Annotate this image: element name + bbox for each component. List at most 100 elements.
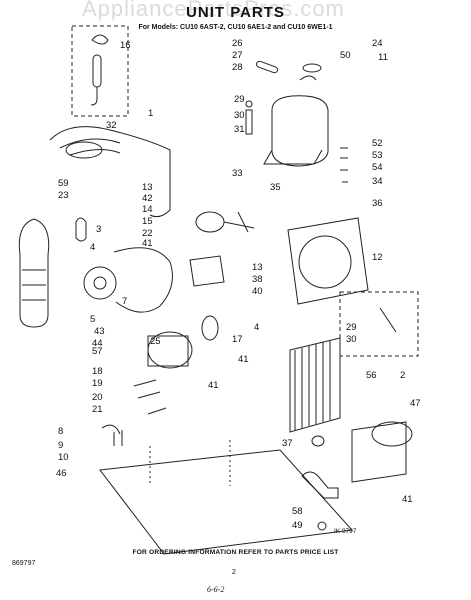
callout-12: 12 [372, 252, 383, 263]
part-16-lead [90, 87, 98, 106]
callout-36: 36 [372, 198, 383, 209]
pan-guides [149, 440, 231, 486]
callout-50: 50 [340, 50, 351, 61]
part-49-screw [317, 521, 327, 531]
callout-30: 30 [234, 110, 245, 121]
callout-57: 57 [92, 346, 103, 357]
part-58-connector [301, 471, 339, 499]
part-24-grommet [299, 75, 317, 81]
ordering-note: FOR ORDERING INFORMATION REFER TO PARTS … [132, 549, 339, 556]
callout-4: 4 [254, 322, 259, 333]
part-23-bottle [75, 217, 87, 242]
callout-37: 37 [282, 438, 293, 449]
inset-box-capacitor [71, 25, 129, 117]
callout-15: 15 [142, 216, 153, 227]
part-47-panel [351, 421, 407, 483]
callout-22: 22 [142, 228, 153, 239]
part-28-washer [255, 60, 279, 74]
inset-box-thermostat [339, 291, 419, 357]
document-code: 869797 [12, 560, 36, 567]
part-30-valve [245, 109, 253, 135]
callout-42: 42 [142, 193, 153, 204]
callout-10: 10 [58, 452, 69, 463]
condenser-fins [294, 340, 331, 430]
part-22-bracket [189, 255, 225, 287]
callout-28: 28 [232, 62, 243, 73]
callout-13: 13 [252, 262, 263, 273]
callout-41: 41 [142, 238, 153, 249]
page-number: 2 [232, 569, 236, 576]
part-8-valve [101, 424, 121, 435]
part-37-bushing [311, 435, 325, 447]
part-1-tubing [49, 126, 171, 218]
motor-housing [147, 335, 189, 367]
part-11-mount [302, 63, 322, 73]
part-9-tube [113, 430, 123, 446]
watermark: AppliancePartsPros.com [82, 0, 345, 21]
callout-23: 23 [58, 190, 69, 201]
callout-4: 4 [90, 242, 95, 253]
bag-ribs [22, 269, 46, 301]
callout-2: 2 [400, 370, 405, 381]
callout-41: 41 [208, 380, 219, 391]
callout-5: 5 [90, 314, 95, 325]
callout-29: 29 [234, 94, 245, 105]
callout-52: 52 [372, 138, 383, 149]
shroud-opening [298, 235, 352, 289]
part-16-clip [91, 34, 109, 45]
callout-35: 35 [270, 182, 281, 193]
diagram-title: UNIT PARTS [186, 4, 285, 21]
callout-53: 53 [372, 150, 383, 161]
callout-32: 32 [106, 120, 117, 131]
callout-54: 54 [372, 162, 383, 173]
illustration-id: IK 9797 [334, 528, 357, 535]
part-1-coil [65, 141, 103, 159]
callout-38: 38 [252, 274, 263, 285]
callout-58: 58 [292, 506, 303, 517]
callout-8: 8 [58, 426, 63, 437]
callout-21: 21 [92, 404, 103, 415]
callout-20: 20 [92, 392, 103, 403]
callout-29: 29 [346, 322, 357, 333]
brackets-19-20-21 [133, 379, 167, 415]
callout-7: 7 [122, 296, 127, 307]
callout-27: 27 [232, 50, 243, 61]
part-7-belt [113, 247, 173, 313]
pulley-hub [93, 276, 107, 290]
part-35-fan-blade [223, 211, 255, 233]
part-47-blower [371, 421, 413, 447]
callout-33: 33 [232, 168, 243, 179]
callout-1: 1 [148, 108, 153, 119]
callout-26: 26 [232, 38, 243, 49]
callout-11: 11 [378, 52, 388, 63]
callout-18: 18 [92, 366, 103, 377]
part-29-cap [245, 100, 253, 108]
part-46-basepan [99, 449, 354, 555]
callout-59: 59 [58, 178, 69, 189]
callout-41: 41 [238, 354, 249, 365]
callout-34: 34 [372, 176, 383, 187]
diagram-subtitle: For Models: CU10 6AST-2, CU10 6AE1-2 and… [138, 24, 333, 31]
callout-16: 16 [120, 40, 131, 51]
callout-30: 30 [346, 334, 357, 345]
callout-31: 31 [234, 124, 245, 135]
mount-hardware [340, 147, 348, 183]
callout-14: 14 [142, 204, 153, 215]
part-5-pulley [83, 266, 117, 300]
callout-40: 40 [252, 286, 263, 297]
compressor-base [263, 149, 323, 165]
part-30-sensor [379, 307, 397, 333]
part-36-shroud [287, 217, 369, 305]
part-17-pulley [201, 315, 219, 341]
callout-47: 47 [410, 398, 421, 409]
callout-3: 3 [96, 224, 101, 235]
callout-56: 56 [366, 370, 377, 381]
callout-25: 25 [150, 336, 161, 347]
bottom-mark: 6-6-2 [207, 585, 225, 594]
callout-17: 17 [232, 334, 243, 345]
callout-9: 9 [58, 440, 63, 451]
callout-44: 44 [92, 338, 103, 349]
